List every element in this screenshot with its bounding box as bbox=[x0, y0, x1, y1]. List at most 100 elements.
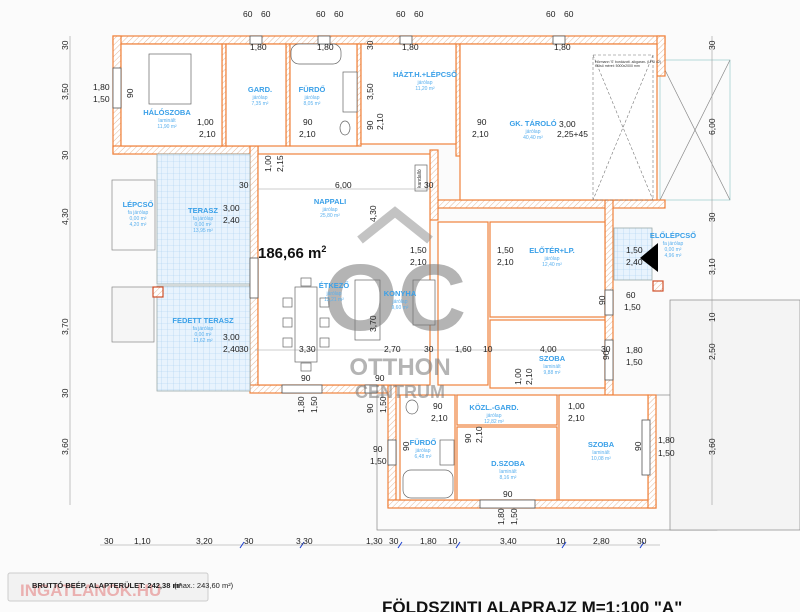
dimension-label: 1,00 bbox=[197, 117, 214, 127]
dimension-label: 30 bbox=[60, 40, 70, 50]
dimension-label: 1,80 bbox=[626, 345, 643, 355]
dimension-label: 1,50 bbox=[370, 456, 387, 466]
dimension-label: 90 bbox=[375, 373, 385, 383]
dimension-label: 3,60 bbox=[707, 438, 717, 455]
dimension-label: 3,00 bbox=[223, 332, 240, 342]
dimension-label: 1,30 bbox=[366, 536, 383, 546]
dimension-label: 1,10 bbox=[134, 536, 151, 546]
room-eloter bbox=[489, 221, 606, 318]
room-d-szoba bbox=[456, 426, 558, 501]
dimension-label: 1,50 bbox=[626, 245, 643, 255]
dimension-label: 1,80 bbox=[402, 42, 419, 52]
dimension-label: 30 bbox=[244, 536, 254, 546]
dimension-label: 60 bbox=[243, 9, 253, 19]
dimension-label: 30 bbox=[365, 40, 375, 50]
dimension-label: 90 bbox=[477, 117, 487, 127]
room-konyha bbox=[437, 221, 489, 386]
dimension-label: 2,10 bbox=[410, 257, 427, 267]
dimension-label: 3,70 bbox=[60, 318, 70, 335]
dimension-label: 1,50 bbox=[93, 94, 110, 104]
dimension-label: 30 bbox=[60, 388, 70, 398]
dimension-label: 60 bbox=[316, 9, 326, 19]
fireplace bbox=[414, 164, 428, 192]
bathtub bbox=[290, 43, 342, 65]
dimension-label: 60 bbox=[414, 9, 424, 19]
ingatlanok-watermark: INGATLANOK.HU bbox=[20, 581, 161, 600]
dimension-label: 1,50 bbox=[497, 245, 514, 255]
dimension-label: 2,10 bbox=[524, 368, 534, 385]
dimension-label: 2,10 bbox=[472, 129, 489, 139]
dimension-label: 60 bbox=[261, 9, 271, 19]
dimension-label: 30 bbox=[707, 40, 717, 50]
dimension-label: 30 bbox=[239, 344, 249, 354]
dimension-label: 4,30 bbox=[60, 208, 70, 225]
dimension-label: 6,00 bbox=[335, 180, 352, 190]
dimension-label: 90 bbox=[463, 433, 473, 443]
dimension-label: 90 bbox=[125, 88, 135, 98]
dimension-label: 1,80 bbox=[250, 42, 267, 52]
dimension-label: 1,80 bbox=[317, 42, 334, 52]
brutto-area-box bbox=[7, 572, 209, 602]
dimension-label: 2,40 bbox=[223, 344, 240, 354]
dimension-label: 3,20 bbox=[196, 536, 213, 546]
dimension-label: 2,50 bbox=[707, 343, 717, 360]
stair-left bbox=[111, 179, 156, 251]
dimension-label: 1,00 bbox=[568, 401, 585, 411]
dimension-label: 30 bbox=[389, 536, 399, 546]
terrace bbox=[156, 153, 251, 285]
dimension-label: 10 bbox=[448, 536, 458, 546]
dimension-label: 1,80 bbox=[496, 508, 506, 525]
dimension-label: 1,80 bbox=[93, 82, 110, 92]
dimension-label: 2,10 bbox=[474, 426, 484, 443]
dimension-label: 90 bbox=[597, 295, 607, 305]
dimension-label: 90 bbox=[373, 444, 383, 454]
furniture bbox=[148, 43, 658, 499]
dimension-label: 30 bbox=[239, 180, 249, 190]
room-gard bbox=[225, 43, 287, 147]
dimension-label: 1,50 bbox=[378, 396, 388, 413]
dimension-label: 30 bbox=[601, 344, 611, 354]
dimension-label: 3,50 bbox=[365, 83, 375, 100]
dimension-label: 60 bbox=[564, 9, 574, 19]
dimension-label: 90 bbox=[303, 117, 313, 127]
dimension-label: 4,00 bbox=[540, 344, 557, 354]
dimension-label: 1,50 bbox=[658, 448, 675, 458]
garage-door-outline bbox=[592, 54, 654, 201]
room-haztartasi bbox=[360, 43, 457, 145]
garage-door-label-2: Külső méret: 5000x2000 mm bbox=[595, 64, 640, 68]
dimension-label: 2,40 bbox=[626, 257, 643, 267]
svg-text:OTTHON: OTTHON bbox=[349, 354, 450, 381]
dimension-label: 2,10 bbox=[431, 413, 448, 423]
kandallo-label: kandalló bbox=[417, 169, 423, 188]
dimension-label: 10 bbox=[483, 344, 493, 354]
dimension-label: 1,80 bbox=[420, 536, 437, 546]
dining-table bbox=[294, 286, 318, 363]
dimension-label: 3,30 bbox=[296, 536, 313, 546]
dimension-label: 1,50 bbox=[509, 508, 519, 525]
dimension-label: 3,00 bbox=[559, 119, 576, 129]
room-szoba-low bbox=[558, 394, 649, 501]
sink-lower bbox=[439, 439, 455, 466]
dimension-label: 90 bbox=[401, 441, 411, 451]
covered-terrace bbox=[156, 285, 251, 392]
dimension-label: 3,10 bbox=[707, 258, 717, 275]
dimension-label: 2,10 bbox=[199, 129, 216, 139]
svg-text:CENTRUM: CENTRUM bbox=[355, 382, 445, 402]
dimension-label: 1,50 bbox=[309, 396, 319, 413]
dimension-label: 60 bbox=[334, 9, 344, 19]
dimension-label: 3,00 bbox=[223, 203, 240, 213]
dimension-label: 6,00 bbox=[707, 118, 717, 135]
